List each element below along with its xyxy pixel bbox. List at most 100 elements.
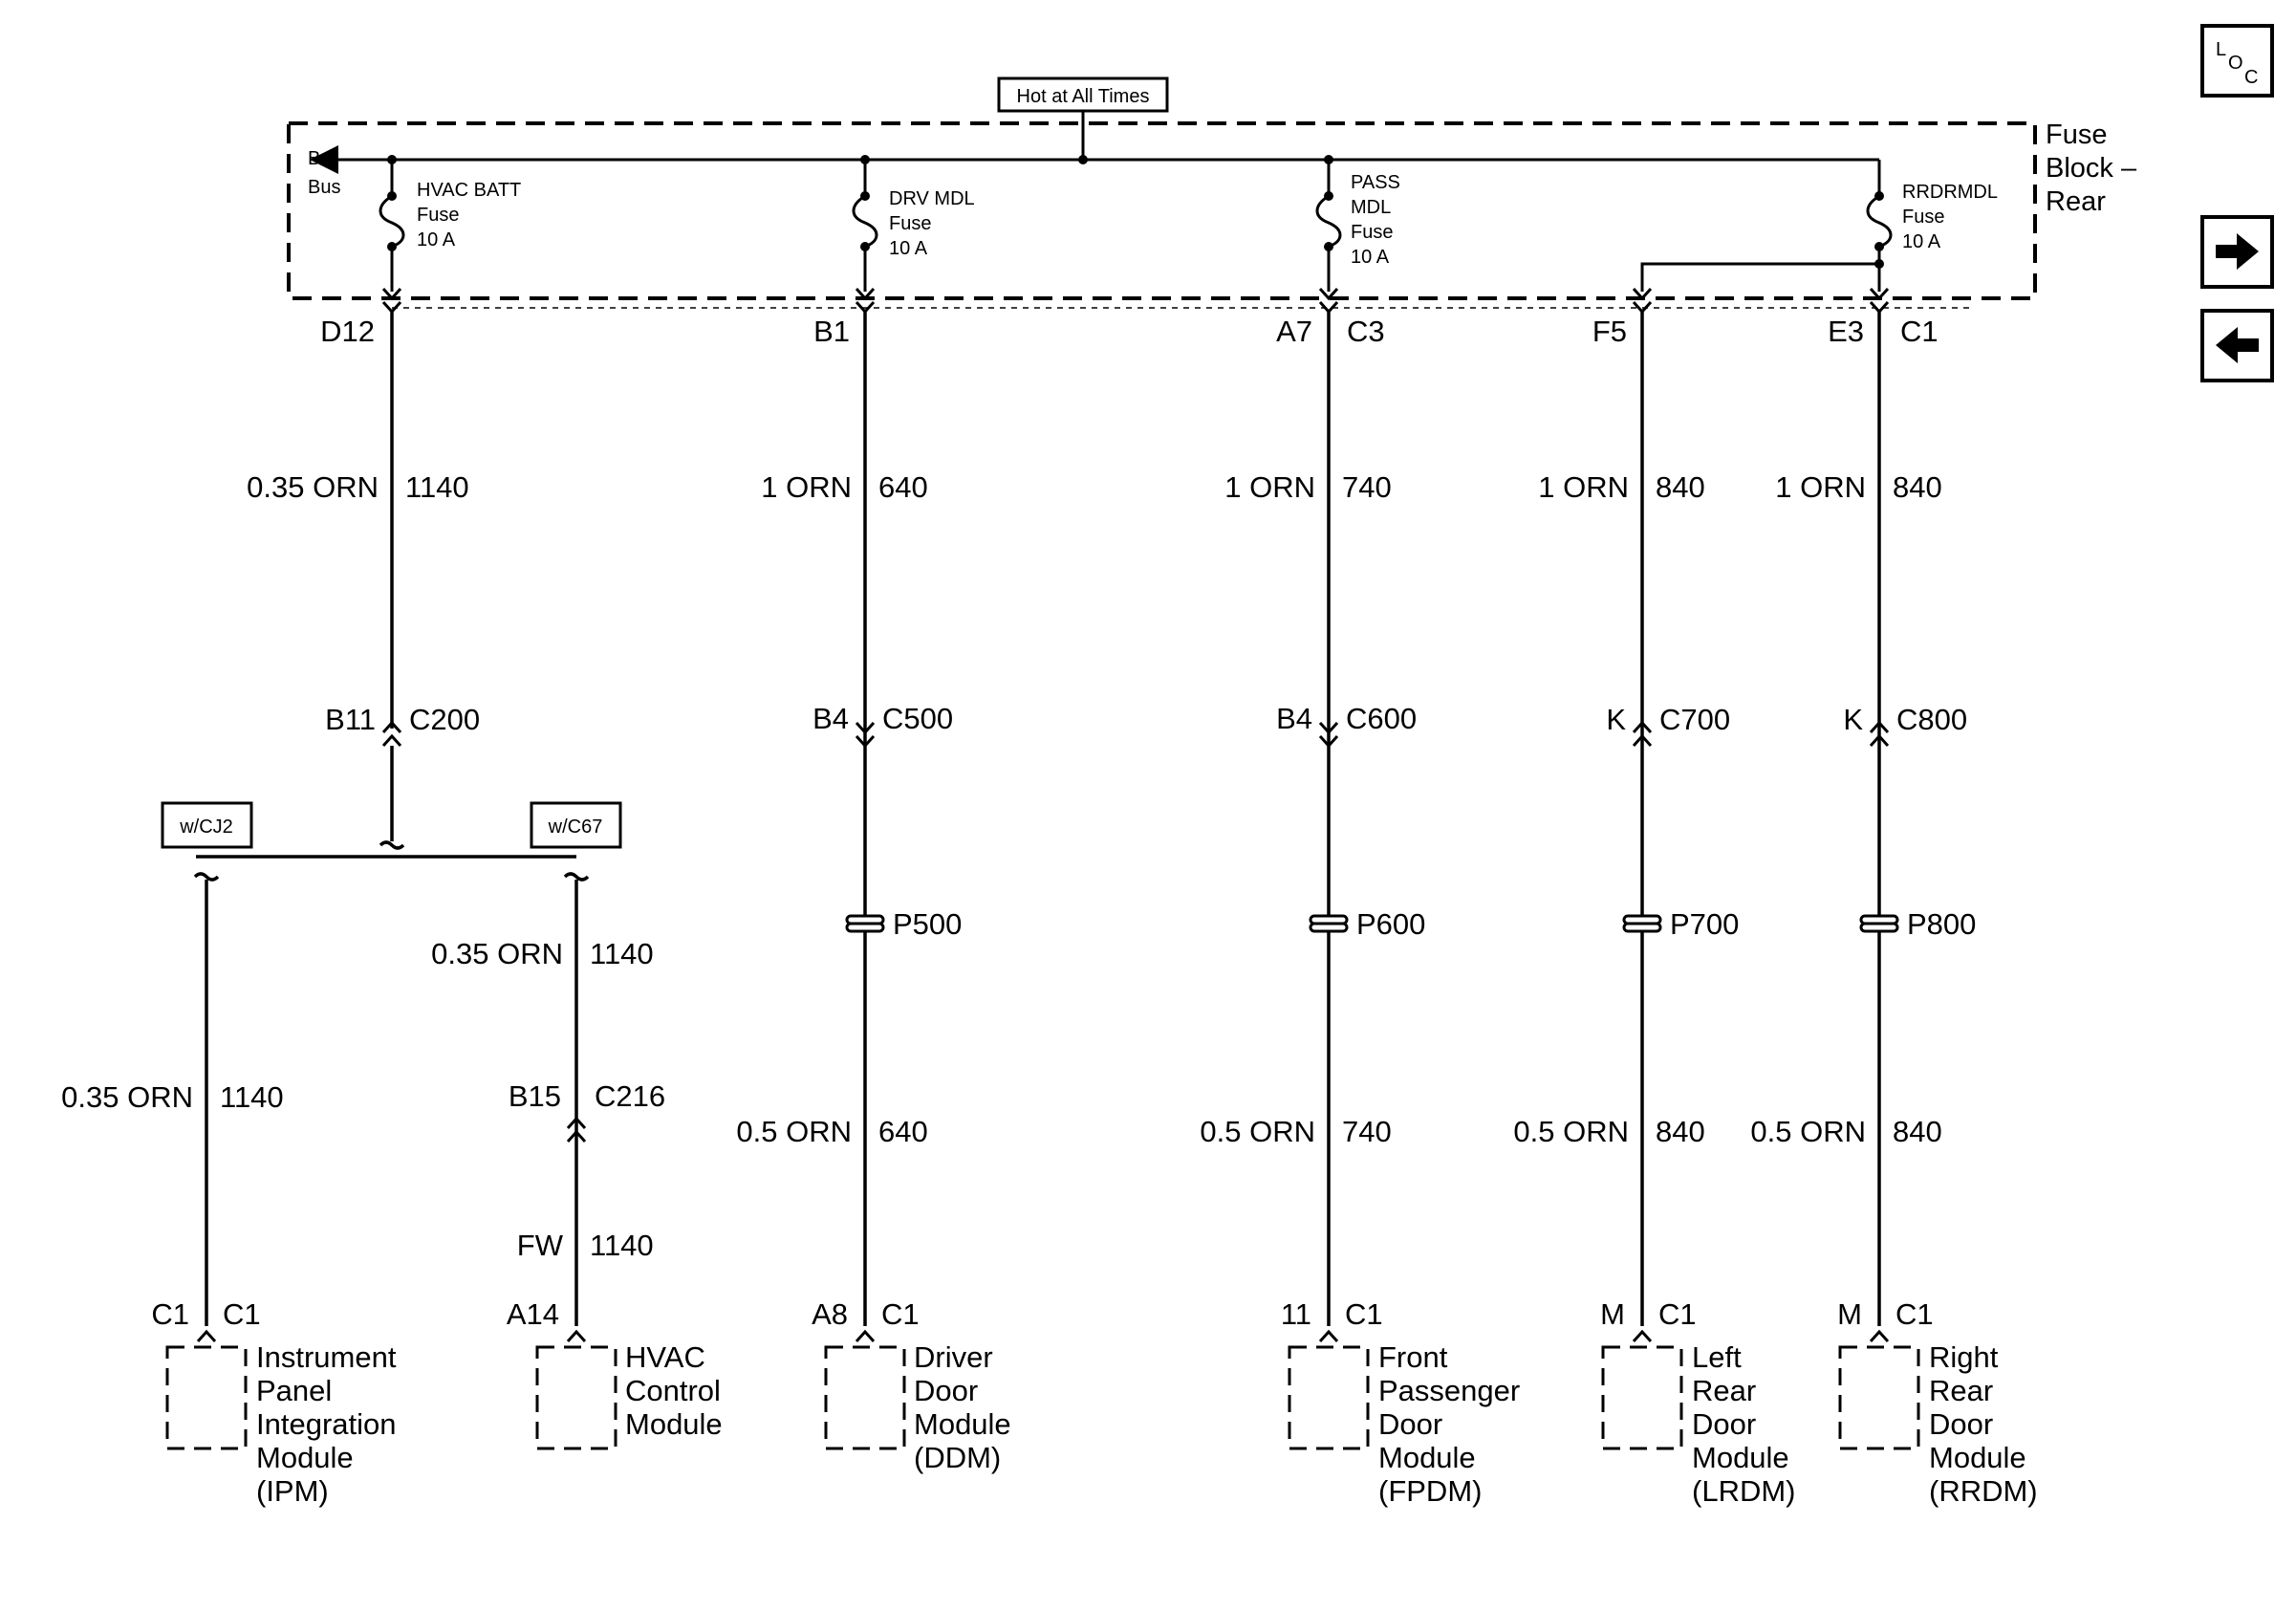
inline-pin: B11 xyxy=(325,703,376,736)
module-conn: C1 xyxy=(1895,1297,1934,1331)
wire-gauge: 0.35 ORN xyxy=(431,937,563,970)
module-name: Front xyxy=(1378,1340,1448,1374)
wire-circuit: 1140 xyxy=(220,1080,284,1114)
wires xyxy=(205,312,1881,1326)
pin-a7: A7 xyxy=(1276,315,1312,348)
module-ipm: C1 C1 Instrument Panel Integration Modul… xyxy=(151,1297,396,1508)
module-conn: C1 xyxy=(223,1297,261,1331)
module-name: Left xyxy=(1692,1340,1742,1374)
module-name: (RRDM) xyxy=(1929,1474,2038,1508)
fuse-label: Fuse xyxy=(1902,207,1944,228)
module-name: Door xyxy=(1692,1407,1756,1441)
fuse-label: RRDRMDL xyxy=(1902,182,1998,203)
wire-gauge: 0.5 ORN xyxy=(1513,1115,1629,1148)
module-name: Module xyxy=(1929,1441,2026,1474)
wire-gauge: 1 ORN xyxy=(1775,470,1866,504)
module-pin: A14 xyxy=(507,1297,559,1331)
module-name: Door xyxy=(1378,1407,1442,1441)
pin-c1-top: C1 xyxy=(1900,315,1939,348)
wire-gauge: 1 ORN xyxy=(1538,470,1629,504)
next-page-button[interactable] xyxy=(2200,215,2274,289)
inline-name: C600 xyxy=(1346,702,1417,735)
loc-button[interactable]: L O C xyxy=(2200,24,2274,98)
pin-f5: F5 xyxy=(1592,315,1627,348)
fuse-label: MDL xyxy=(1351,197,1391,218)
module-name: Panel xyxy=(256,1374,332,1407)
pin-c3: C3 xyxy=(1347,315,1385,348)
fuse-label: PASS xyxy=(1351,172,1400,193)
fuse-block: Fuse Block – Rear B+ Bus Hot at All Time… xyxy=(287,76,2137,309)
module-name: Instrument xyxy=(256,1340,397,1374)
wire-circuit: 640 xyxy=(878,1115,928,1148)
module-name: Right xyxy=(1929,1340,1999,1374)
bus-label-2: Bus xyxy=(308,177,340,198)
pin-b1: B1 xyxy=(813,315,850,348)
splice-label: P500 xyxy=(893,907,962,941)
pin-d12: D12 xyxy=(320,315,375,348)
module-name: Rear xyxy=(1929,1374,1993,1407)
module-name: Module xyxy=(1692,1441,1789,1474)
module-pin: M xyxy=(1600,1297,1625,1331)
splice-symbols xyxy=(845,914,1899,933)
module-pin: C1 xyxy=(151,1297,189,1331)
module-pin: 11 xyxy=(1281,1297,1311,1331)
fuse-label: Fuse xyxy=(417,205,459,226)
splice-label: P700 xyxy=(1670,907,1739,941)
module-rrdm: M C1 Right Rear Door Module (RRDM) xyxy=(1837,1297,2037,1508)
fuse-pass-mdl: PASS MDL Fuse 10 A xyxy=(1315,155,1400,292)
module-name: HVAC xyxy=(625,1340,705,1374)
module-name: Integration xyxy=(256,1407,397,1441)
wire-circuit: 1140 xyxy=(590,1229,654,1262)
option-c67: w/C67 xyxy=(548,816,603,838)
module-name: Driver xyxy=(914,1340,993,1374)
module-name: Module xyxy=(256,1441,354,1474)
option-box-c67 xyxy=(530,801,622,849)
module-conn: C1 xyxy=(881,1297,920,1331)
fuse-label: HVAC BATT xyxy=(417,180,521,201)
splice-label: P800 xyxy=(1907,907,1976,941)
fuse-block-label-1: Fuse xyxy=(2046,120,2107,150)
module-pin: M xyxy=(1837,1297,1862,1331)
pin-e3: E3 xyxy=(1828,315,1864,348)
inline-pin: B4 xyxy=(812,702,849,735)
prev-page-button[interactable] xyxy=(2200,309,2274,382)
bus-label-1: B+ xyxy=(308,148,332,169)
fuse-label: DRV MDL xyxy=(889,188,975,209)
wire-gauge: 0.5 ORN xyxy=(1200,1115,1315,1148)
module-name: Passenger xyxy=(1378,1374,1520,1407)
module-lrdm: M C1 Left Rear Door Module (LRDM) xyxy=(1600,1297,1795,1508)
module-ddm: A8 C1 Driver Door Module (DDM) xyxy=(812,1297,1011,1474)
fuse-label: Fuse xyxy=(1351,222,1393,243)
fuse-hvac-batt: HVAC BATT Fuse 10 A xyxy=(379,155,521,292)
module-hvac: A14 HVAC Control Module xyxy=(507,1297,723,1450)
module-name: Module xyxy=(914,1407,1011,1441)
arrow-right-icon xyxy=(2216,233,2259,270)
fuse-label: 10 A xyxy=(1351,247,1390,268)
module-conn: C1 xyxy=(1658,1297,1697,1331)
inline-name: C500 xyxy=(882,702,953,735)
splice-label: P600 xyxy=(1356,907,1425,941)
wire-circuit: 740 xyxy=(1342,470,1392,504)
wire-gauge: 0.5 ORN xyxy=(736,1115,852,1148)
module-name: (IPM) xyxy=(256,1474,329,1508)
inline-name: C200 xyxy=(409,703,480,736)
option-split xyxy=(193,746,590,882)
svg-text:L: L xyxy=(2216,39,2226,60)
module-name: Module xyxy=(625,1407,723,1441)
fuse-label: Fuse xyxy=(889,213,931,234)
wire-circuit: 740 xyxy=(1342,1115,1392,1148)
inline-name: C800 xyxy=(1896,703,1967,736)
fuse-drv-mdl: DRV MDL Fuse 10 A xyxy=(852,155,975,292)
wire-circuit: 840 xyxy=(1656,1115,1705,1148)
wire-gauge: 0.5 ORN xyxy=(1750,1115,1866,1148)
fuse-label: 10 A xyxy=(889,238,928,259)
inline-connector-symbols xyxy=(381,720,1890,1143)
wire-circuit: 840 xyxy=(1893,470,1942,504)
fuse-rrdrmdl: RRDRMDL Fuse 10 A xyxy=(1640,160,1998,292)
wire-circuit: 1140 xyxy=(590,937,654,970)
module-pin: A8 xyxy=(812,1297,848,1331)
wire-gauge: 1 ORN xyxy=(761,470,852,504)
module-name: (LRDM) xyxy=(1692,1474,1796,1508)
module-name: (DDM) xyxy=(914,1441,1001,1474)
inline-pin: K xyxy=(1606,703,1626,736)
